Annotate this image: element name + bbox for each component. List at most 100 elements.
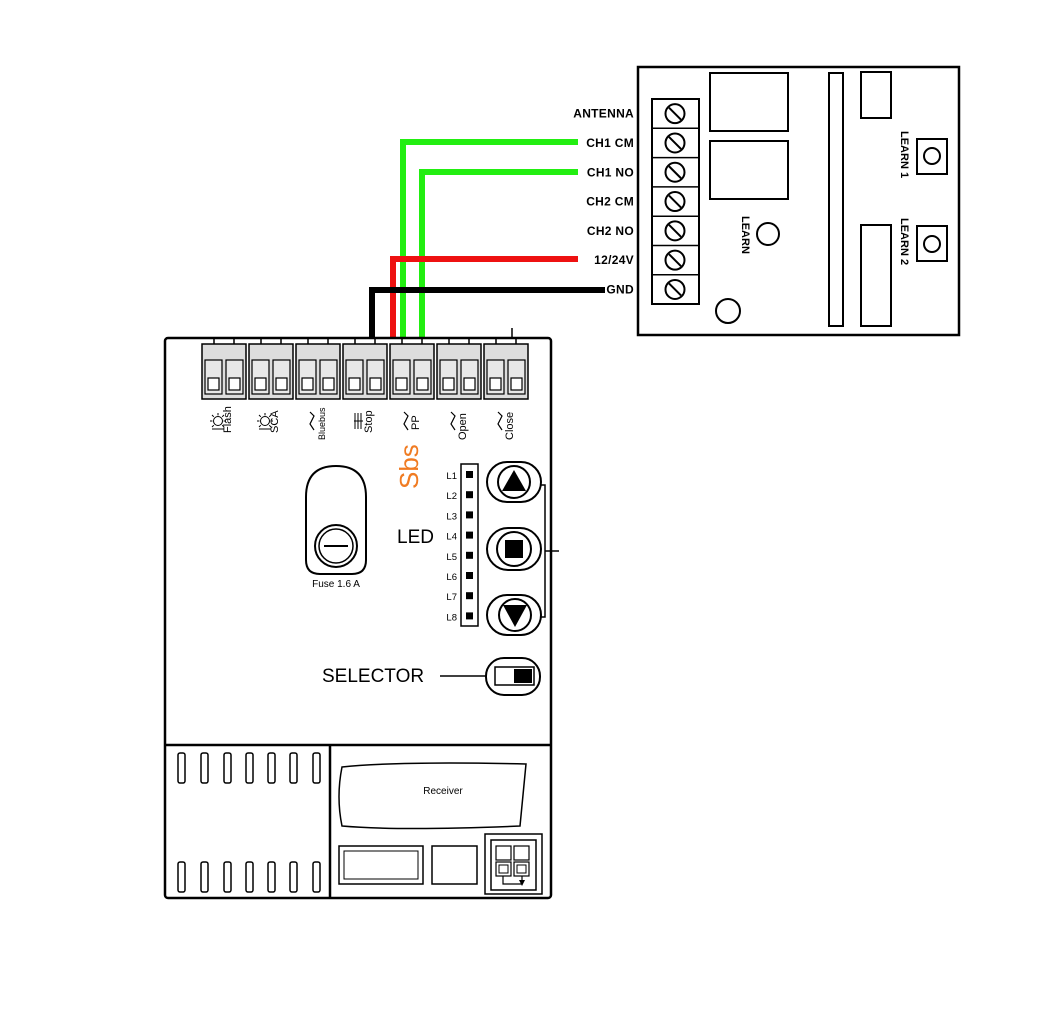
vent-slot bbox=[312, 752, 321, 784]
terminal-block bbox=[389, 337, 435, 400]
mount-hole bbox=[715, 298, 741, 324]
vent-slot bbox=[289, 752, 298, 784]
vent-slot bbox=[245, 752, 254, 784]
vent-slot bbox=[200, 861, 209, 893]
learn2-label: LEARN 2 bbox=[898, 218, 910, 265]
led-indicator bbox=[466, 511, 473, 519]
terminal-symbol-icon bbox=[309, 411, 315, 431]
led-indicator bbox=[466, 471, 473, 478]
selector-switch[interactable] bbox=[485, 657, 541, 696]
vent-slot bbox=[200, 752, 209, 784]
learn1-button-frame bbox=[916, 138, 948, 175]
led-label-l7: L7 bbox=[446, 592, 457, 603]
receiver-terminal-screws bbox=[652, 103, 699, 300]
terminal-screw bbox=[664, 132, 686, 154]
led-indicator bbox=[466, 612, 473, 620]
terminal-symbol-icon bbox=[210, 413, 226, 430]
vent-slot bbox=[223, 752, 232, 784]
antenna-slot bbox=[828, 72, 844, 327]
receiver-terminal-label: 12/24V bbox=[594, 253, 634, 267]
terminal-screw bbox=[664, 191, 686, 213]
learn1-label: LEARN 1 bbox=[898, 131, 910, 178]
fuse-label: Fuse 1.6 A bbox=[312, 579, 360, 590]
receiver-terminal-label: CH1 NO bbox=[587, 165, 634, 179]
stop-square-icon bbox=[505, 540, 523, 558]
receiver-terminal-label: CH2 CM bbox=[586, 195, 634, 209]
down-arrow-icon bbox=[503, 605, 527, 627]
stop-button[interactable] bbox=[486, 527, 542, 571]
terminal-symbol-icon bbox=[403, 411, 409, 431]
led-label-l5: L5 bbox=[446, 552, 457, 563]
terminal-block bbox=[201, 337, 247, 400]
terminal-symbol-icon bbox=[354, 413, 363, 429]
ventilation-slots bbox=[177, 752, 321, 893]
wire-ch1-no bbox=[419, 169, 578, 377]
terminal-block bbox=[483, 337, 529, 400]
led-indicator bbox=[466, 531, 473, 539]
terminal-label-open: Open bbox=[457, 413, 469, 440]
terminal-block bbox=[342, 337, 388, 400]
terminal-label-pp: PP bbox=[410, 415, 422, 430]
receiver-terminal-label: ANTENNA bbox=[573, 107, 634, 121]
control-board-terminals bbox=[201, 328, 529, 400]
vent-slot bbox=[289, 861, 298, 893]
vent-slot bbox=[223, 861, 232, 893]
terminal-block bbox=[248, 337, 294, 400]
relay-1 bbox=[709, 72, 789, 132]
vent-slot bbox=[267, 752, 276, 784]
vent-slot bbox=[267, 861, 276, 893]
terminal-screw bbox=[664, 278, 686, 300]
terminal-label-close: Close bbox=[504, 412, 516, 440]
learn1-button[interactable] bbox=[923, 147, 941, 165]
receiver-slot: Receiver bbox=[338, 762, 527, 830]
receiver-slot-label: Receiver bbox=[423, 786, 463, 797]
learn-button[interactable] bbox=[756, 222, 780, 246]
learn2-button[interactable] bbox=[923, 235, 941, 253]
terminal-screw bbox=[664, 249, 686, 271]
terminal-screw bbox=[664, 103, 686, 125]
selector-knob bbox=[514, 669, 532, 683]
power-connector bbox=[484, 833, 543, 895]
vent-slot bbox=[312, 861, 321, 893]
terminal-block bbox=[295, 337, 341, 400]
led-indicator bbox=[466, 551, 473, 559]
brand-label: Sbs bbox=[394, 444, 424, 489]
down-button[interactable] bbox=[486, 594, 542, 636]
led-label-l1: L1 bbox=[446, 471, 457, 482]
led-label-l4: L4 bbox=[446, 532, 457, 543]
chip-2 bbox=[860, 224, 892, 327]
up-button[interactable] bbox=[486, 461, 542, 503]
terminal-label-sca: SCA bbox=[269, 410, 281, 433]
led-label: LED bbox=[397, 527, 434, 548]
led-indicator bbox=[466, 491, 473, 499]
terminal-symbol-icon bbox=[497, 411, 503, 431]
led-strip bbox=[460, 463, 479, 627]
connector-2 bbox=[431, 845, 478, 885]
vent-slot bbox=[245, 861, 254, 893]
fuse-holder: Fuse 1.6 A bbox=[305, 464, 367, 590]
led-indicator bbox=[466, 572, 473, 579]
vent-slot bbox=[177, 861, 186, 893]
wire-ch1-cm bbox=[400, 139, 578, 377]
terminal-symbol-icon bbox=[257, 413, 273, 430]
up-arrow-icon bbox=[502, 470, 526, 491]
receiver-terminal-label: CH2 NO bbox=[587, 224, 634, 238]
receiver-terminal-labels: ANTENNA CH1 CM CH1 NO CH2 CM CH2 NO 12/24V GND bbox=[573, 107, 634, 297]
chip-1 bbox=[860, 71, 892, 119]
terminal-label-bluebus: Bluebus bbox=[317, 407, 327, 440]
led-label-l6: L6 bbox=[446, 572, 457, 583]
receiver-terminal-label: GND bbox=[606, 282, 634, 296]
led-label-l2: L2 bbox=[446, 491, 457, 502]
led-label-l8: L8 bbox=[446, 612, 457, 623]
receiver-terminal-label: CH1 CM bbox=[586, 136, 634, 150]
selector-label: SELECTOR bbox=[322, 666, 424, 687]
led-label-l3: L3 bbox=[446, 511, 457, 522]
button-group bbox=[540, 484, 559, 618]
relay-2 bbox=[709, 140, 789, 200]
